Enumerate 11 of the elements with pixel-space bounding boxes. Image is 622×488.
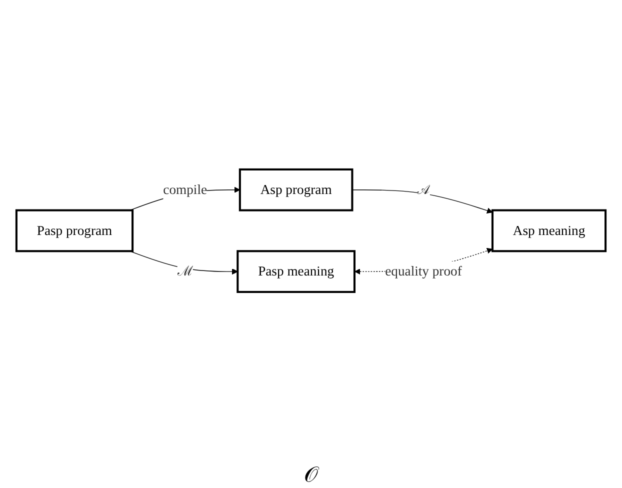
- arrow: [352, 190, 493, 214]
- node-box: Pasp program: [15, 210, 134, 252]
- edge-label: equality proof: [385, 264, 462, 280]
- operator-symbol: 𝒪: [304, 462, 318, 487]
- node-box: Pasp meaning: [236, 250, 356, 294]
- arrow: [129, 251, 238, 275]
- edge-label: 𝒜: [417, 182, 430, 198]
- node-box: Asp meaning: [491, 210, 607, 252]
- edge-label: ℳ: [177, 264, 193, 280]
- edge-label: compile: [163, 182, 208, 198]
- node-box: Asp program: [238, 168, 354, 212]
